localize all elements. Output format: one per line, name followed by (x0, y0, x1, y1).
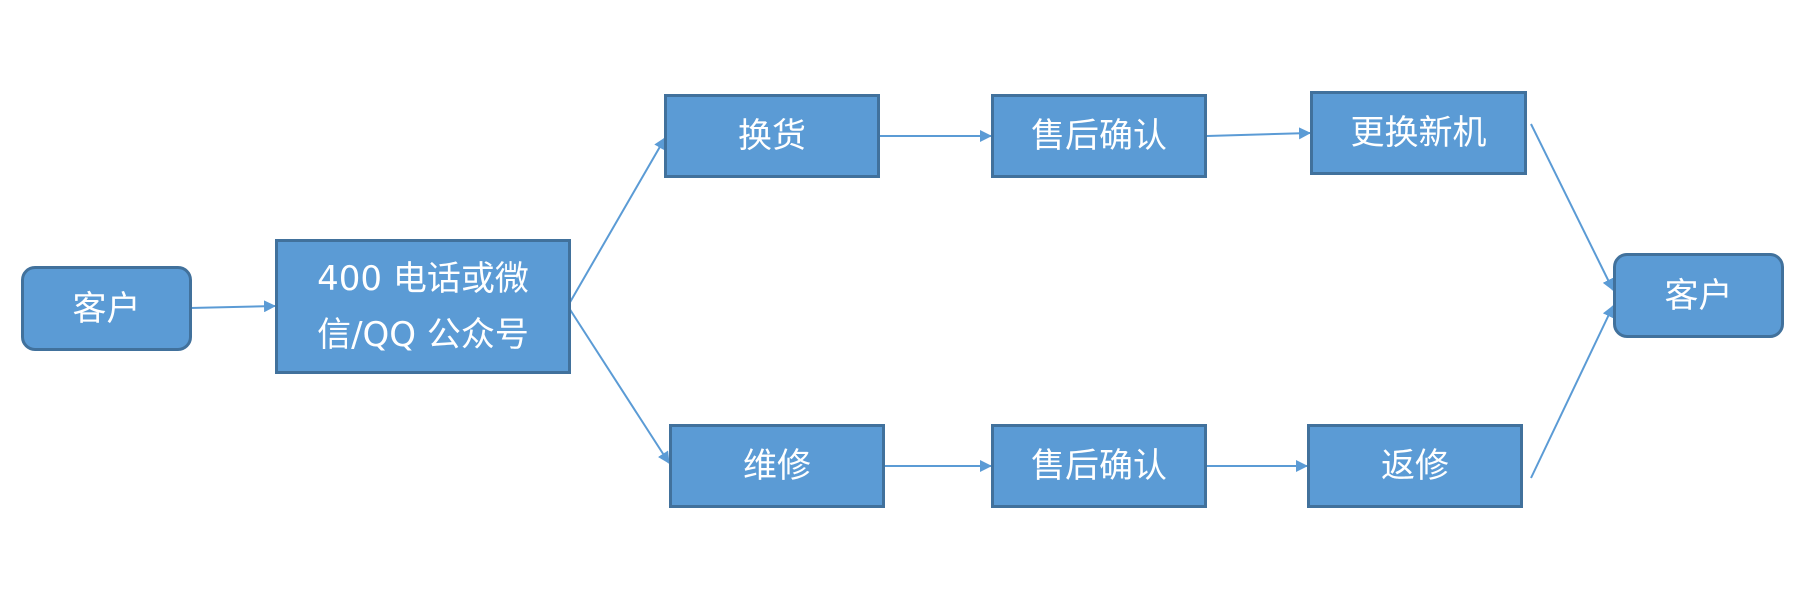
service-channel-label-line1: 400 电话或微 (317, 258, 529, 299)
arrow-confirm-to-replace (1206, 127, 1311, 140)
arrow-channel-to-repair (568, 307, 670, 464)
service-channel-label-line2: 信/QQ 公众号 (317, 314, 529, 355)
aftersale-confirm-bottom-node: 售后确认 (991, 424, 1207, 508)
replace-new-label: 更换新机 (1350, 113, 1487, 153)
arrow-return-to-customer (1530, 305, 1614, 479)
repair-node: 维修 (669, 424, 885, 508)
exchange-node: 换货 (664, 94, 880, 178)
customer-start-node: 客户 (21, 266, 192, 351)
customer-end-label: 客户 (1664, 275, 1733, 316)
customer-start-label: 客户 (72, 288, 141, 329)
aftersale-confirm-top-node: 售后确认 (991, 94, 1207, 178)
service-channel-node: 400 电话或微 信/QQ 公众号 (275, 239, 571, 374)
arrow-customer-to-channel (189, 300, 276, 313)
customer-end-node: 客户 (1613, 253, 1784, 338)
arrow-replace-to-customer (1530, 123, 1614, 291)
return-repair-node: 返修 (1307, 424, 1523, 508)
arrow-channel-to-exchange (568, 137, 666, 305)
return-repair-label: 返修 (1381, 446, 1449, 486)
exchange-label: 换货 (738, 116, 806, 156)
replace-new-node: 更换新机 (1310, 91, 1527, 175)
aftersale-confirm-top-label: 售后确认 (1031, 116, 1167, 156)
repair-label: 维修 (743, 446, 811, 486)
aftersale-confirm-bottom-label: 售后确认 (1031, 446, 1167, 486)
